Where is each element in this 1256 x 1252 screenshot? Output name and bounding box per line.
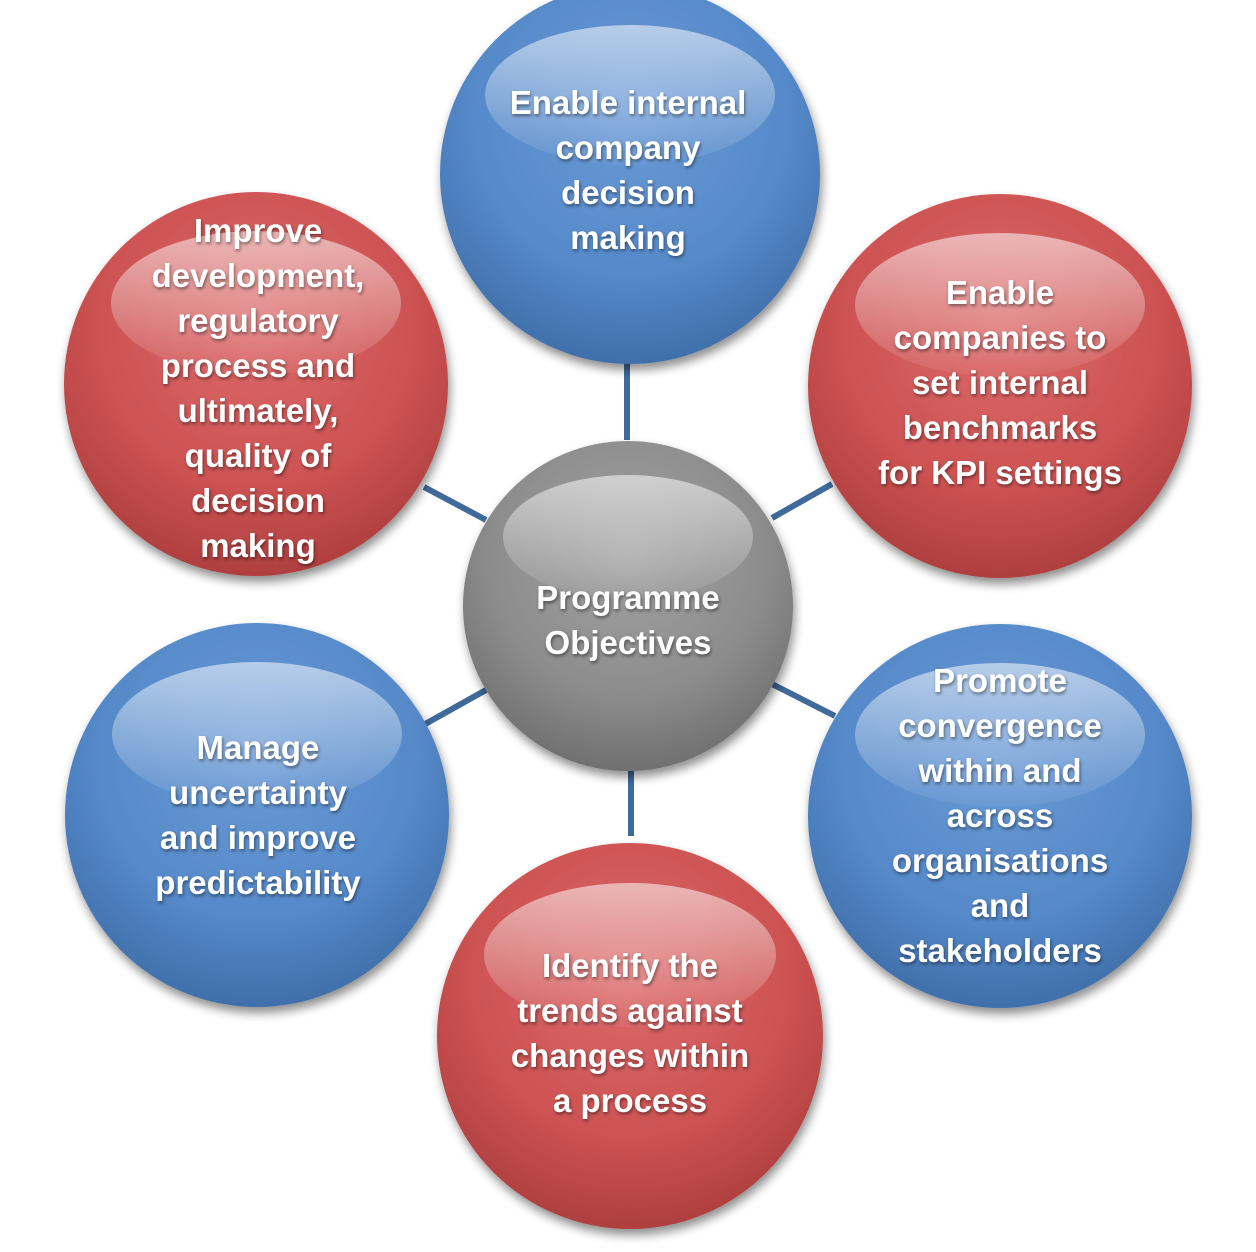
- connector-bottom-right: [770, 681, 837, 719]
- node-top-gloss: [485, 25, 775, 165]
- node-top-right-gloss: [855, 233, 1145, 377]
- node-bottom-left-gloss: [112, 662, 402, 806]
- connector-top-left: [422, 484, 488, 523]
- node-bottom-right-gloss: [855, 663, 1145, 807]
- node-center-gloss: [503, 475, 753, 599]
- connector-bottom-left: [416, 687, 488, 731]
- connector-top-right: [770, 481, 834, 521]
- node-bottom-gloss: [484, 883, 776, 1027]
- node-top-left-gloss: [111, 231, 401, 375]
